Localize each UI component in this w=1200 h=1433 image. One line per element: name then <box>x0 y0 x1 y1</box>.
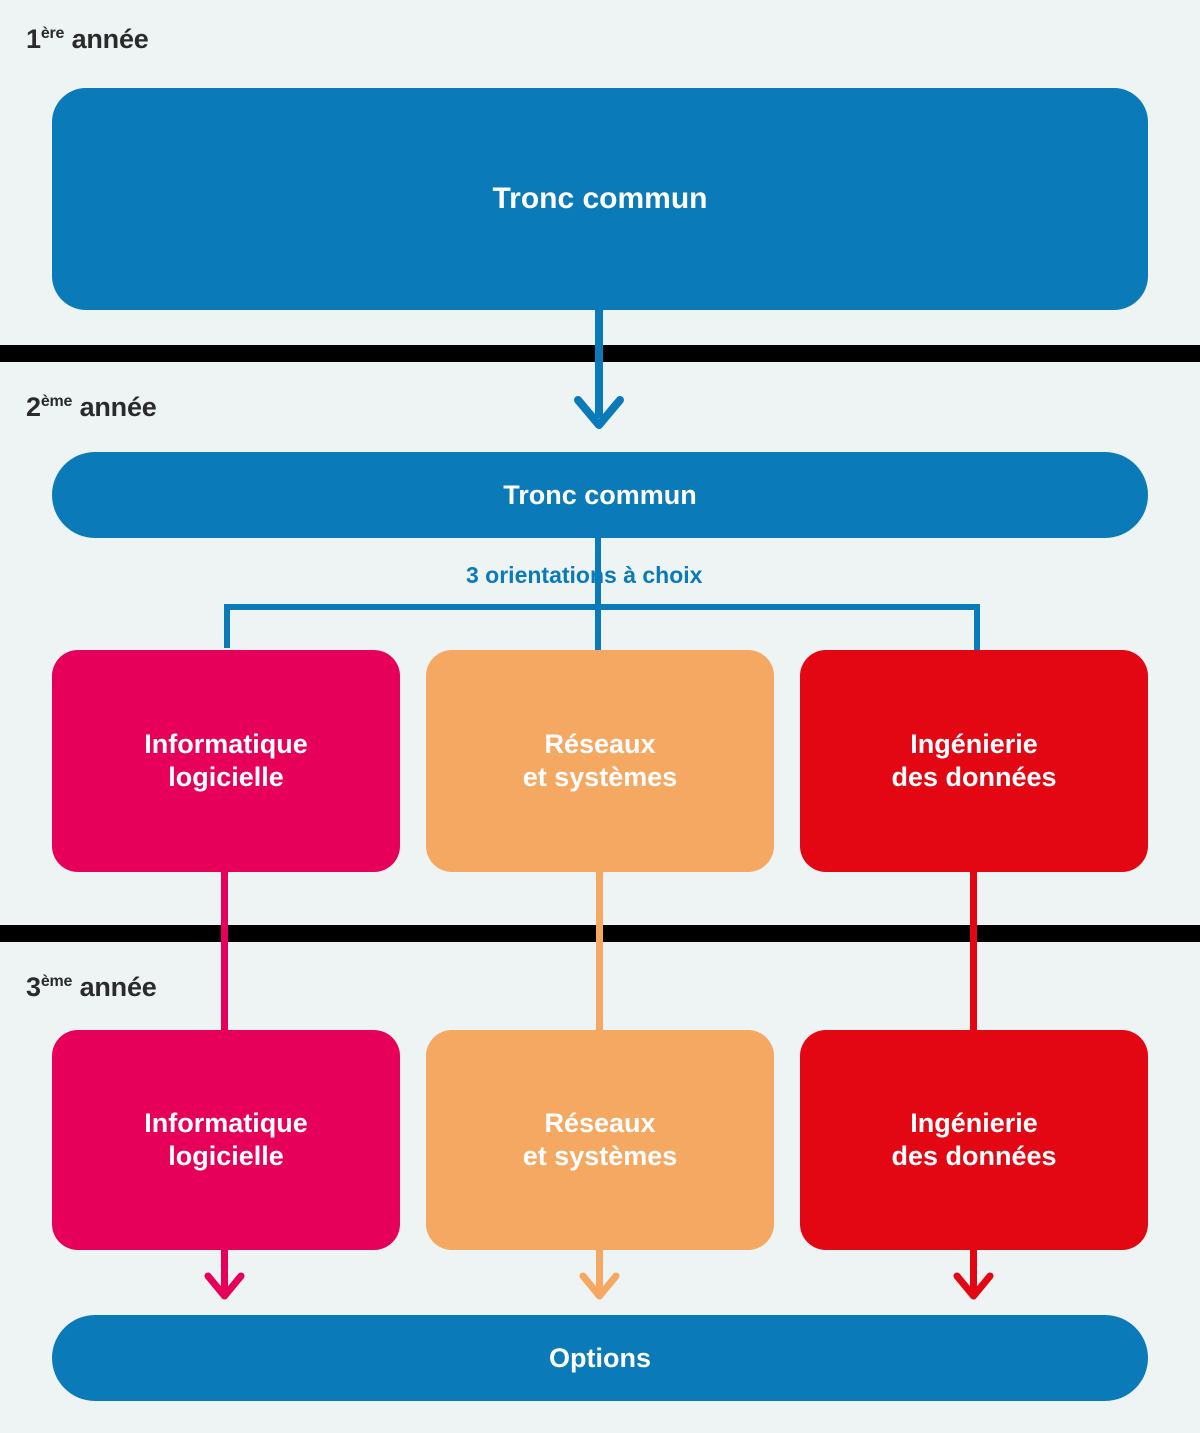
year1-tronc-commun-box[interactable]: Tronc commun <box>52 88 1148 310</box>
connector-ingenierie-y2-y3 <box>970 872 977 1034</box>
orientations-bracket-drop-left <box>224 604 230 648</box>
year3-orientation-reseaux-et-systemes[interactable]: Réseaux et systèmes <box>426 1030 774 1250</box>
year3-orientation-2-line1: Ingénierie <box>910 1108 1038 1139</box>
year1-tronc-commun-label: Tronc commun <box>492 181 708 215</box>
year-3-ordinal: ème <box>40 973 73 990</box>
year-1-ordinal: ère <box>40 25 65 42</box>
year3-orientation-2-line2: des données <box>891 1141 1057 1171</box>
year-3-word: année <box>79 972 157 1002</box>
year2-orientation-ingenierie-des-donnees[interactable]: Ingénierie des données <box>800 650 1148 872</box>
year-2-number: 2 <box>26 392 41 422</box>
arrow-reseaux-to-options <box>579 1250 620 1300</box>
orientations-bracket-label: 3 orientations à choix <box>466 562 703 588</box>
year2-orientation-0-line1: Informatique <box>144 729 308 760</box>
year2-orientation-informatique-logicielle[interactable]: Informatique logicielle <box>52 650 400 872</box>
year-2-word: année <box>79 392 157 422</box>
year3-orientation-ingenierie-des-donnees[interactable]: Ingénierie des données <box>800 1030 1148 1250</box>
arrow-informatique-to-options <box>204 1250 245 1300</box>
year-2-label: 2ème année <box>26 392 157 423</box>
year2-orientation-1-line2: et systèmes <box>522 762 678 792</box>
year2-orientation-1-line1: Réseaux <box>544 729 656 760</box>
orientations-bracket-bar <box>224 604 980 610</box>
year2-orientation-0-line2: logicielle <box>168 762 284 792</box>
year3-orientation-1-line1: Réseaux <box>544 1108 656 1139</box>
year-3-number: 3 <box>26 972 41 1002</box>
year3-orientation-0-line1: Informatique <box>144 1108 308 1139</box>
connector-informatique-y2-y3 <box>221 872 228 1034</box>
arrow-ingenierie-to-options <box>953 1250 994 1300</box>
year2-orientation-2-line2: des données <box>891 762 1057 792</box>
year-1-word: année <box>71 24 149 54</box>
year3-orientation-1-line2: et systèmes <box>522 1141 678 1171</box>
year3-orientation-informatique-logicielle[interactable]: Informatique logicielle <box>52 1030 400 1250</box>
orientations-bracket-stem-up <box>595 538 601 608</box>
connector-year1-to-year2 <box>595 310 603 418</box>
year3-orientation-0-line2: logicielle <box>168 1141 284 1171</box>
year-2-ordinal: ème <box>40 393 73 410</box>
year2-tronc-commun-label: Tronc commun <box>503 479 697 510</box>
year2-tronc-commun-box[interactable]: Tronc commun <box>52 452 1148 538</box>
year2-orientation-reseaux-et-systemes[interactable]: Réseaux et systèmes <box>426 650 774 872</box>
options-label: Options <box>549 1342 651 1373</box>
year2-orientation-2-line1: Ingénierie <box>910 729 1038 760</box>
options-box[interactable]: Options <box>52 1315 1148 1401</box>
orientations-bracket-drop-center <box>595 604 601 650</box>
orientations-bracket-drop-right <box>974 604 980 650</box>
year-3-label: 3ème année <box>26 972 157 1003</box>
year-1-label: 1ère année <box>26 24 149 55</box>
connector-reseaux-y2-y3 <box>596 872 603 1034</box>
year-1-number: 1 <box>26 24 41 54</box>
